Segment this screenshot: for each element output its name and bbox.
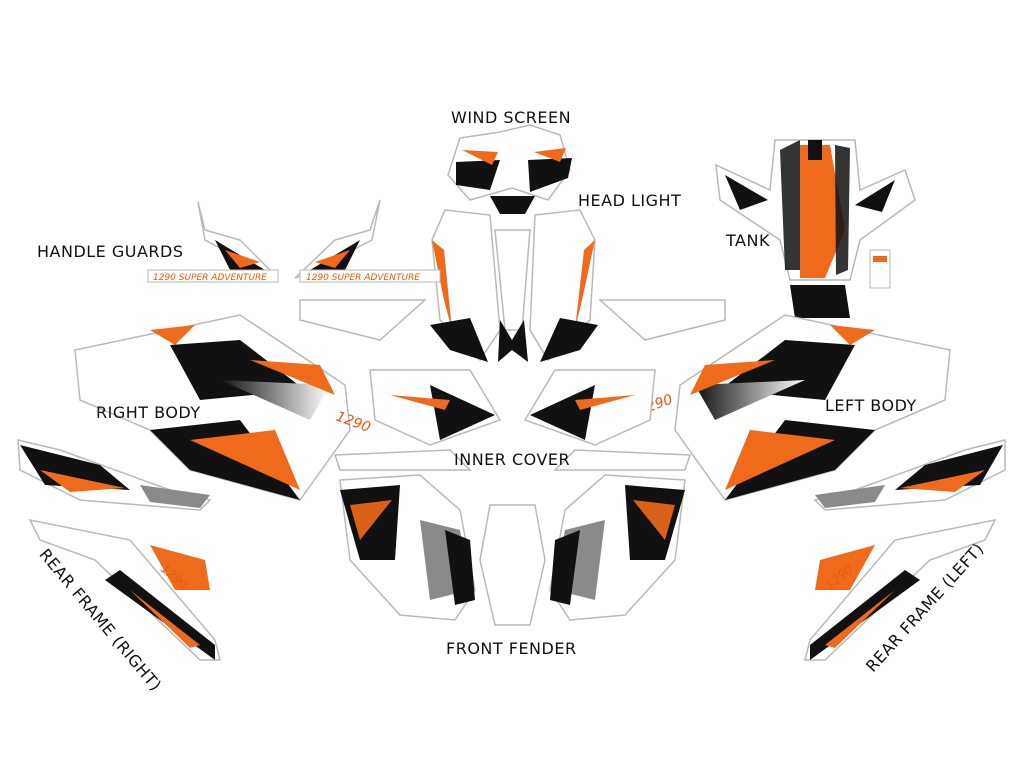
handle-guards-decal: 1290 SUPER ADVENTURE 1290 SUPER ADVENTUR…: [147, 199, 441, 283]
label-wind-screen: WIND SCREEN: [451, 108, 572, 127]
left-body-decal: 1290: [598, 299, 951, 501]
rear-frame-left-decal: 1290: [804, 439, 1006, 661]
label-handle-guards: HANDLE GUARDS: [37, 242, 184, 261]
label-inner-cover: INNER COVER: [454, 450, 571, 469]
label-tank: TANK: [726, 231, 770, 250]
label-right-body: RIGHT BODY: [96, 403, 201, 422]
right-body-decal: 1290: [74, 299, 427, 501]
handle-guard-strip-right-text: 1290 SUPER ADVENTURE: [306, 273, 420, 283]
wind-screen-decal: [447, 124, 572, 201]
head-light-decal: [430, 196, 598, 362]
inner-cover-decal: [333, 369, 692, 471]
label-left-body: LEFT BODY: [825, 396, 917, 415]
tank-decal: [715, 139, 916, 318]
handle-guard-strip-left-text: 1290 SUPER ADVENTURE: [153, 273, 267, 283]
label-head-light: HEAD LIGHT: [578, 191, 682, 210]
label-front-fender: FRONT FENDER: [446, 639, 577, 658]
front-fender-decal: [339, 474, 686, 626]
rear-frame-right-decal: 1290: [17, 439, 221, 661]
